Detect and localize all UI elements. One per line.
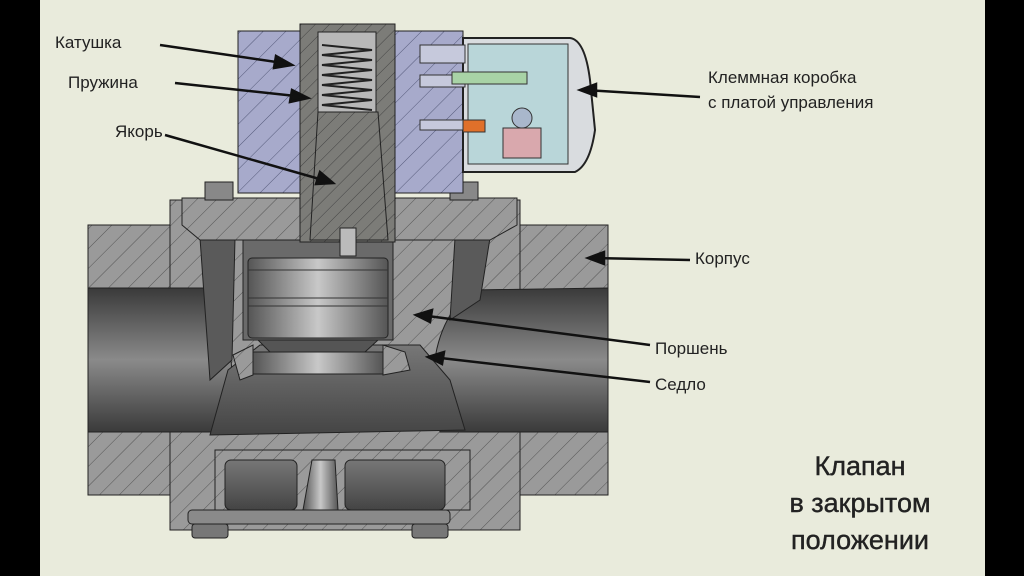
label-terminal-box-line2: с платой управления [708, 93, 874, 112]
piston [242, 229, 394, 353]
title-line3: положении [791, 525, 929, 555]
label-armature: Якорь [115, 122, 163, 141]
label-seat: Седло [655, 375, 706, 394]
label-terminal-box-line1: Клеммная коробка [708, 68, 857, 87]
label-piston: Поршень [655, 339, 728, 358]
spring [317, 31, 377, 113]
terminal-box [419, 37, 597, 173]
label-body: Корпус [695, 249, 750, 268]
label-coil: Катушка [55, 33, 122, 52]
label-spring: Пружина [68, 73, 138, 92]
title-line1: Клапан [814, 451, 906, 481]
armature [309, 111, 389, 257]
diagram-canvas: Катушка Пружина Якорь Клеммная коробка с… [40, 0, 985, 576]
leader-arrows [159, 43, 701, 384]
title-line2: в закрытом [789, 488, 931, 518]
valve-cross-section [87, 23, 701, 539]
bottom-cover [187, 449, 471, 539]
diagram-title: Клапан в закрытом положении [740, 448, 980, 559]
seat [232, 344, 411, 381]
